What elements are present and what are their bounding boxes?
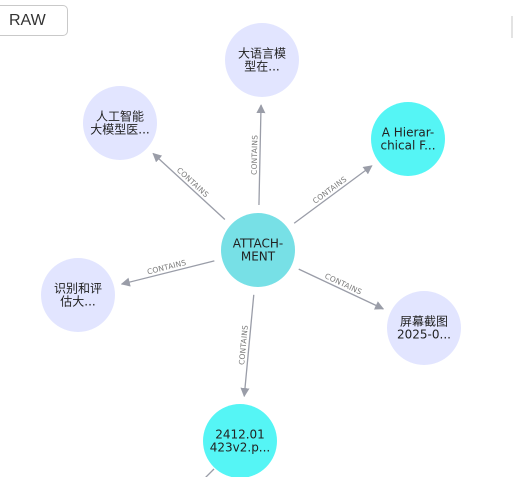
edge-identify-eval[interactable] <box>120 260 215 287</box>
node-label: 人工智能 <box>96 109 144 124</box>
node-circle[interactable] <box>221 213 295 287</box>
node-label: A Hierar- <box>382 126 435 140</box>
raw-button[interactable]: RAW <box>0 5 68 36</box>
node-circle[interactable] <box>225 23 299 97</box>
node-label: 大语言模 <box>238 47 286 61</box>
node-label: MENT <box>241 250 276 264</box>
node-circle[interactable] <box>41 258 115 332</box>
node-label: 识别和评 <box>54 282 102 296</box>
graph-node-ai-medical[interactable]: 人工智能大模型医... <box>83 86 157 160</box>
graph-node-hierarchical[interactable]: A Hierar-chical F... <box>371 102 445 176</box>
edge-screenshot[interactable] <box>298 268 385 310</box>
node-label: 屏幕截图 <box>400 315 448 329</box>
right-edge-divider <box>511 16 513 38</box>
node-circle[interactable] <box>203 404 277 477</box>
edge-llm-paper[interactable] <box>256 104 266 206</box>
node-label: 2412.01 <box>215 428 265 442</box>
node-label: ATTACH- <box>233 237 284 251</box>
graph-node-identify-eval[interactable]: 识别和评估大... <box>41 258 115 332</box>
edge-offscreen <box>205 468 215 477</box>
graph-node-attachment[interactable]: ATTACH-MENT <box>221 213 295 287</box>
edge-label-ai-medical: CONTAINS <box>175 166 211 200</box>
edge-label-arxiv-pdf: CONTAINS <box>237 325 250 366</box>
node-label: 423v2.p... <box>210 441 271 455</box>
node-label: 大模型医... <box>90 123 149 137</box>
edge-label-llm-paper: CONTAINS <box>250 135 260 175</box>
node-label: chical F... <box>380 139 435 153</box>
edge-ai-medical[interactable] <box>152 152 226 221</box>
node-circle[interactable] <box>371 102 445 176</box>
node-label: 型在... <box>244 60 279 74</box>
node-label: 2025-0... <box>397 328 451 342</box>
edge-arxiv-pdf[interactable] <box>240 294 255 398</box>
graph-node-screenshot[interactable]: 屏幕截图2025-0... <box>387 291 461 365</box>
node-label: 估大... <box>60 295 95 309</box>
node-circle[interactable] <box>83 86 157 160</box>
graph-node-llm-paper[interactable]: 大语言模型在... <box>225 23 299 97</box>
graph-node-arxiv-pdf[interactable]: 2412.01423v2.p... <box>203 404 277 477</box>
edge-hierarchical[interactable] <box>293 165 373 224</box>
node-circle[interactable] <box>387 291 461 365</box>
edge-label-identify-eval: CONTAINS <box>146 258 187 276</box>
edge-label-hierarchical: CONTAINS <box>311 175 349 206</box>
